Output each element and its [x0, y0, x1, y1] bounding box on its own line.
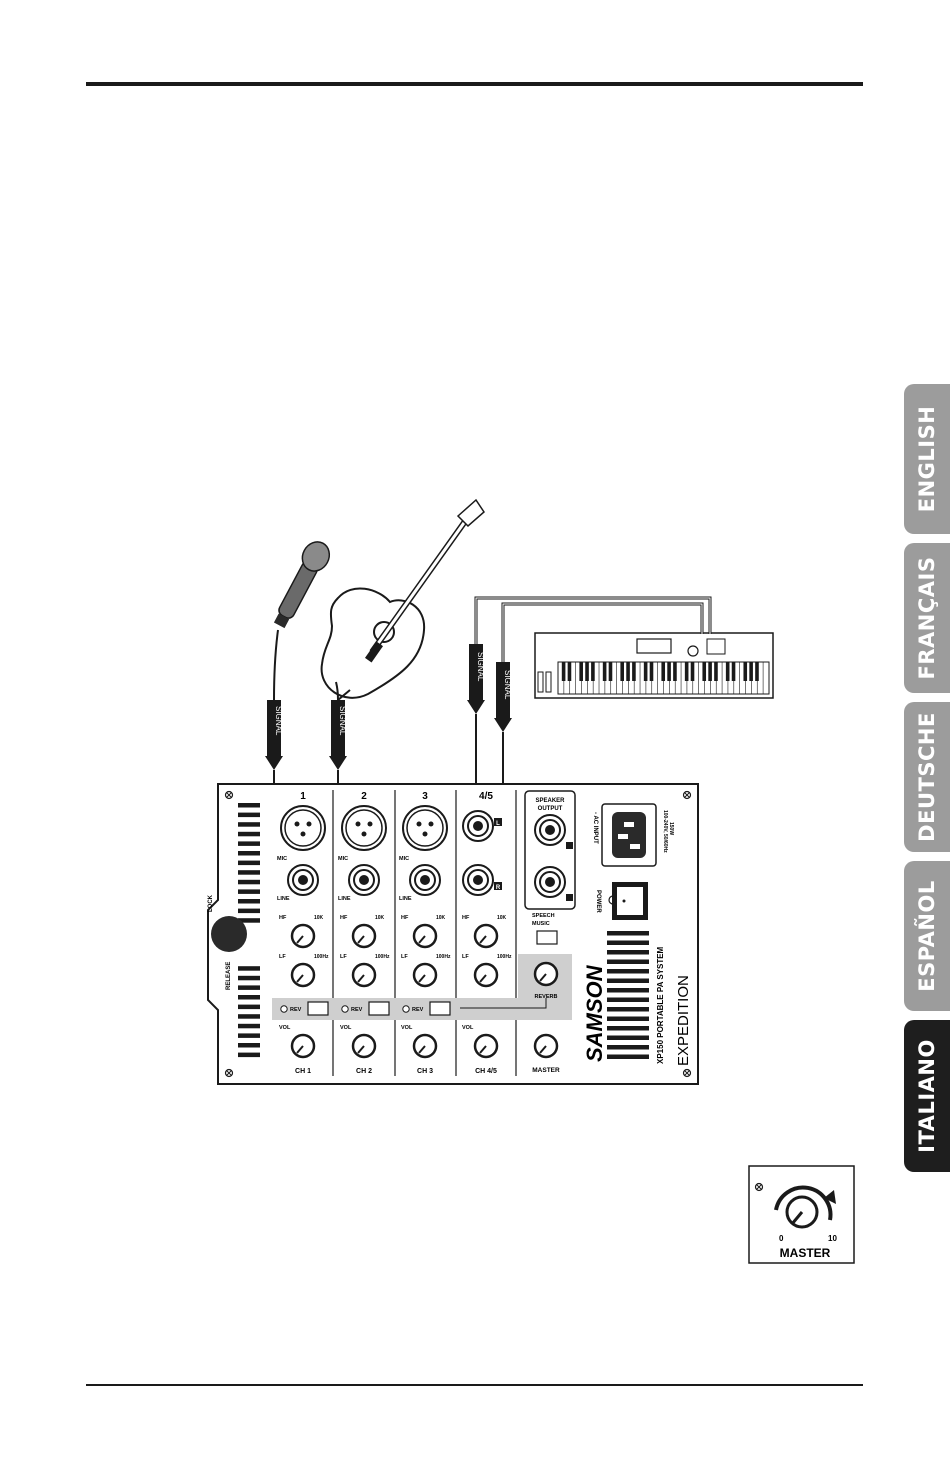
power-label: POWER — [595, 890, 601, 913]
svg-text:LINE: LINE — [277, 896, 290, 902]
svg-text:10K: 10K — [375, 915, 385, 921]
xlr-input-2 — [341, 805, 387, 851]
lock-label: LOCK — [208, 894, 214, 912]
signal-label: SIGNAL — [503, 670, 512, 700]
svg-text:REV: REV — [412, 1007, 424, 1013]
svg-text:LF: LF — [279, 954, 286, 960]
series-logo: EXPEDITION — [675, 975, 692, 1066]
master-label-mixer: MASTER — [532, 1067, 560, 1074]
speaker-output-label-1: SPEAKER — [535, 798, 565, 804]
input-45-l — [462, 810, 494, 842]
xlr-input-1 — [280, 805, 326, 851]
top-rule — [86, 82, 863, 86]
model-label: XP150 PORTABLE PA SYSTEM — [656, 946, 665, 1064]
tab-english[interactable]: ENGLISH — [904, 384, 950, 534]
acoustic-guitar — [320, 498, 485, 706]
line-input-1 — [287, 864, 319, 896]
svg-text:MIC: MIC — [277, 856, 287, 862]
speaker-output-label-2: OUTPUT — [538, 806, 563, 812]
speaker-output-l — [534, 814, 566, 846]
channel-1-number: 1 — [300, 791, 306, 802]
svg-text:100Hz: 100Hz — [497, 954, 512, 960]
signal-label: SIGNAL — [338, 706, 347, 736]
tab-italiano[interactable]: ITALIANO — [904, 1020, 950, 1172]
svg-text:MIC: MIC — [338, 856, 348, 862]
svg-text:10K: 10K — [497, 915, 507, 921]
brand-logo: SAMSON — [582, 964, 607, 1062]
channel-2-number: 2 — [361, 791, 367, 802]
bottom-rule — [86, 1384, 863, 1386]
svg-text:MIC: MIC — [399, 856, 409, 862]
master-callout: 0 10 MASTER — [748, 1165, 855, 1264]
svg-text:VOL: VOL — [401, 1025, 413, 1031]
master-callout-label: MASTER — [780, 1246, 831, 1260]
ch2-label: CH 2 — [356, 1068, 372, 1075]
tab-francais[interactable]: FRANÇAIS — [904, 543, 950, 693]
master-min: 0 — [779, 1234, 784, 1243]
svg-text:150W: 150W — [668, 822, 674, 835]
tab-deutsche[interactable]: DEUTSCHE — [904, 702, 950, 852]
svg-text:MUSIC: MUSIC — [532, 921, 550, 927]
svg-text:100Hz: 100Hz — [314, 954, 329, 960]
svg-text:10K: 10K — [314, 915, 324, 921]
signal-label: SIGNAL — [274, 706, 283, 736]
line-input-2 — [348, 864, 380, 896]
svg-text:HF: HF — [401, 915, 409, 921]
mixer-panel: LOCK RELEASE 1 2 3 4/5 MIC MIC MIC LINE … — [207, 783, 699, 1085]
svg-text:LF: LF — [340, 954, 347, 960]
svg-text:HF: HF — [340, 915, 348, 921]
svg-text:VOL: VOL — [340, 1025, 352, 1031]
speech-music-switch — [536, 930, 558, 945]
input-45-r — [462, 864, 494, 896]
svg-text:L: L — [496, 821, 500, 827]
ch3-label: CH 3 — [417, 1068, 433, 1075]
svg-text:LINE: LINE — [338, 896, 351, 902]
channel-3-number: 3 — [422, 791, 428, 802]
connection-diagram: SIGNAL SIGNAL SIGNAL SIGNAL LOCK RELEASE — [207, 498, 855, 1264]
svg-text:R: R — [496, 885, 501, 891]
svg-text:VOL: VOL — [279, 1025, 291, 1031]
svg-text:REV: REV — [351, 1007, 363, 1013]
svg-text:100-240V, 50/60Hz: 100-240V, 50/60Hz — [662, 810, 668, 853]
microphone — [273, 541, 331, 701]
tab-espanol[interactable]: ESPAÑOL — [904, 861, 950, 1011]
svg-text:LINE: LINE — [399, 896, 412, 902]
svg-text:100Hz: 100Hz — [375, 954, 390, 960]
keyboard-synth — [534, 632, 774, 699]
xlr-input-3 — [402, 805, 448, 851]
svg-text:10K: 10K — [436, 915, 446, 921]
svg-text:HF: HF — [279, 915, 287, 921]
ch45-label: CH 4/5 — [475, 1068, 497, 1075]
ch1-label: CH 1 — [295, 1068, 311, 1075]
svg-text:LF: LF — [462, 954, 469, 960]
speaker-output-r — [534, 866, 566, 898]
channel-45-number: 4/5 — [479, 791, 493, 802]
line-input-3 — [409, 864, 441, 896]
ac-input-label: - AC INPUT — [592, 812, 598, 844]
svg-text:REV: REV — [290, 1007, 302, 1013]
svg-text:LF: LF — [401, 954, 408, 960]
svg-text:HF: HF — [462, 915, 470, 921]
signal-label: SIGNAL — [476, 652, 485, 682]
svg-text:VOL: VOL — [462, 1025, 474, 1031]
reverb-label: REVERB — [535, 994, 558, 1000]
master-max: 10 — [828, 1234, 837, 1243]
svg-text:100Hz: 100Hz — [436, 954, 451, 960]
release-label: RELEASE — [226, 962, 232, 990]
svg-text:SPEECH: SPEECH — [532, 913, 555, 919]
